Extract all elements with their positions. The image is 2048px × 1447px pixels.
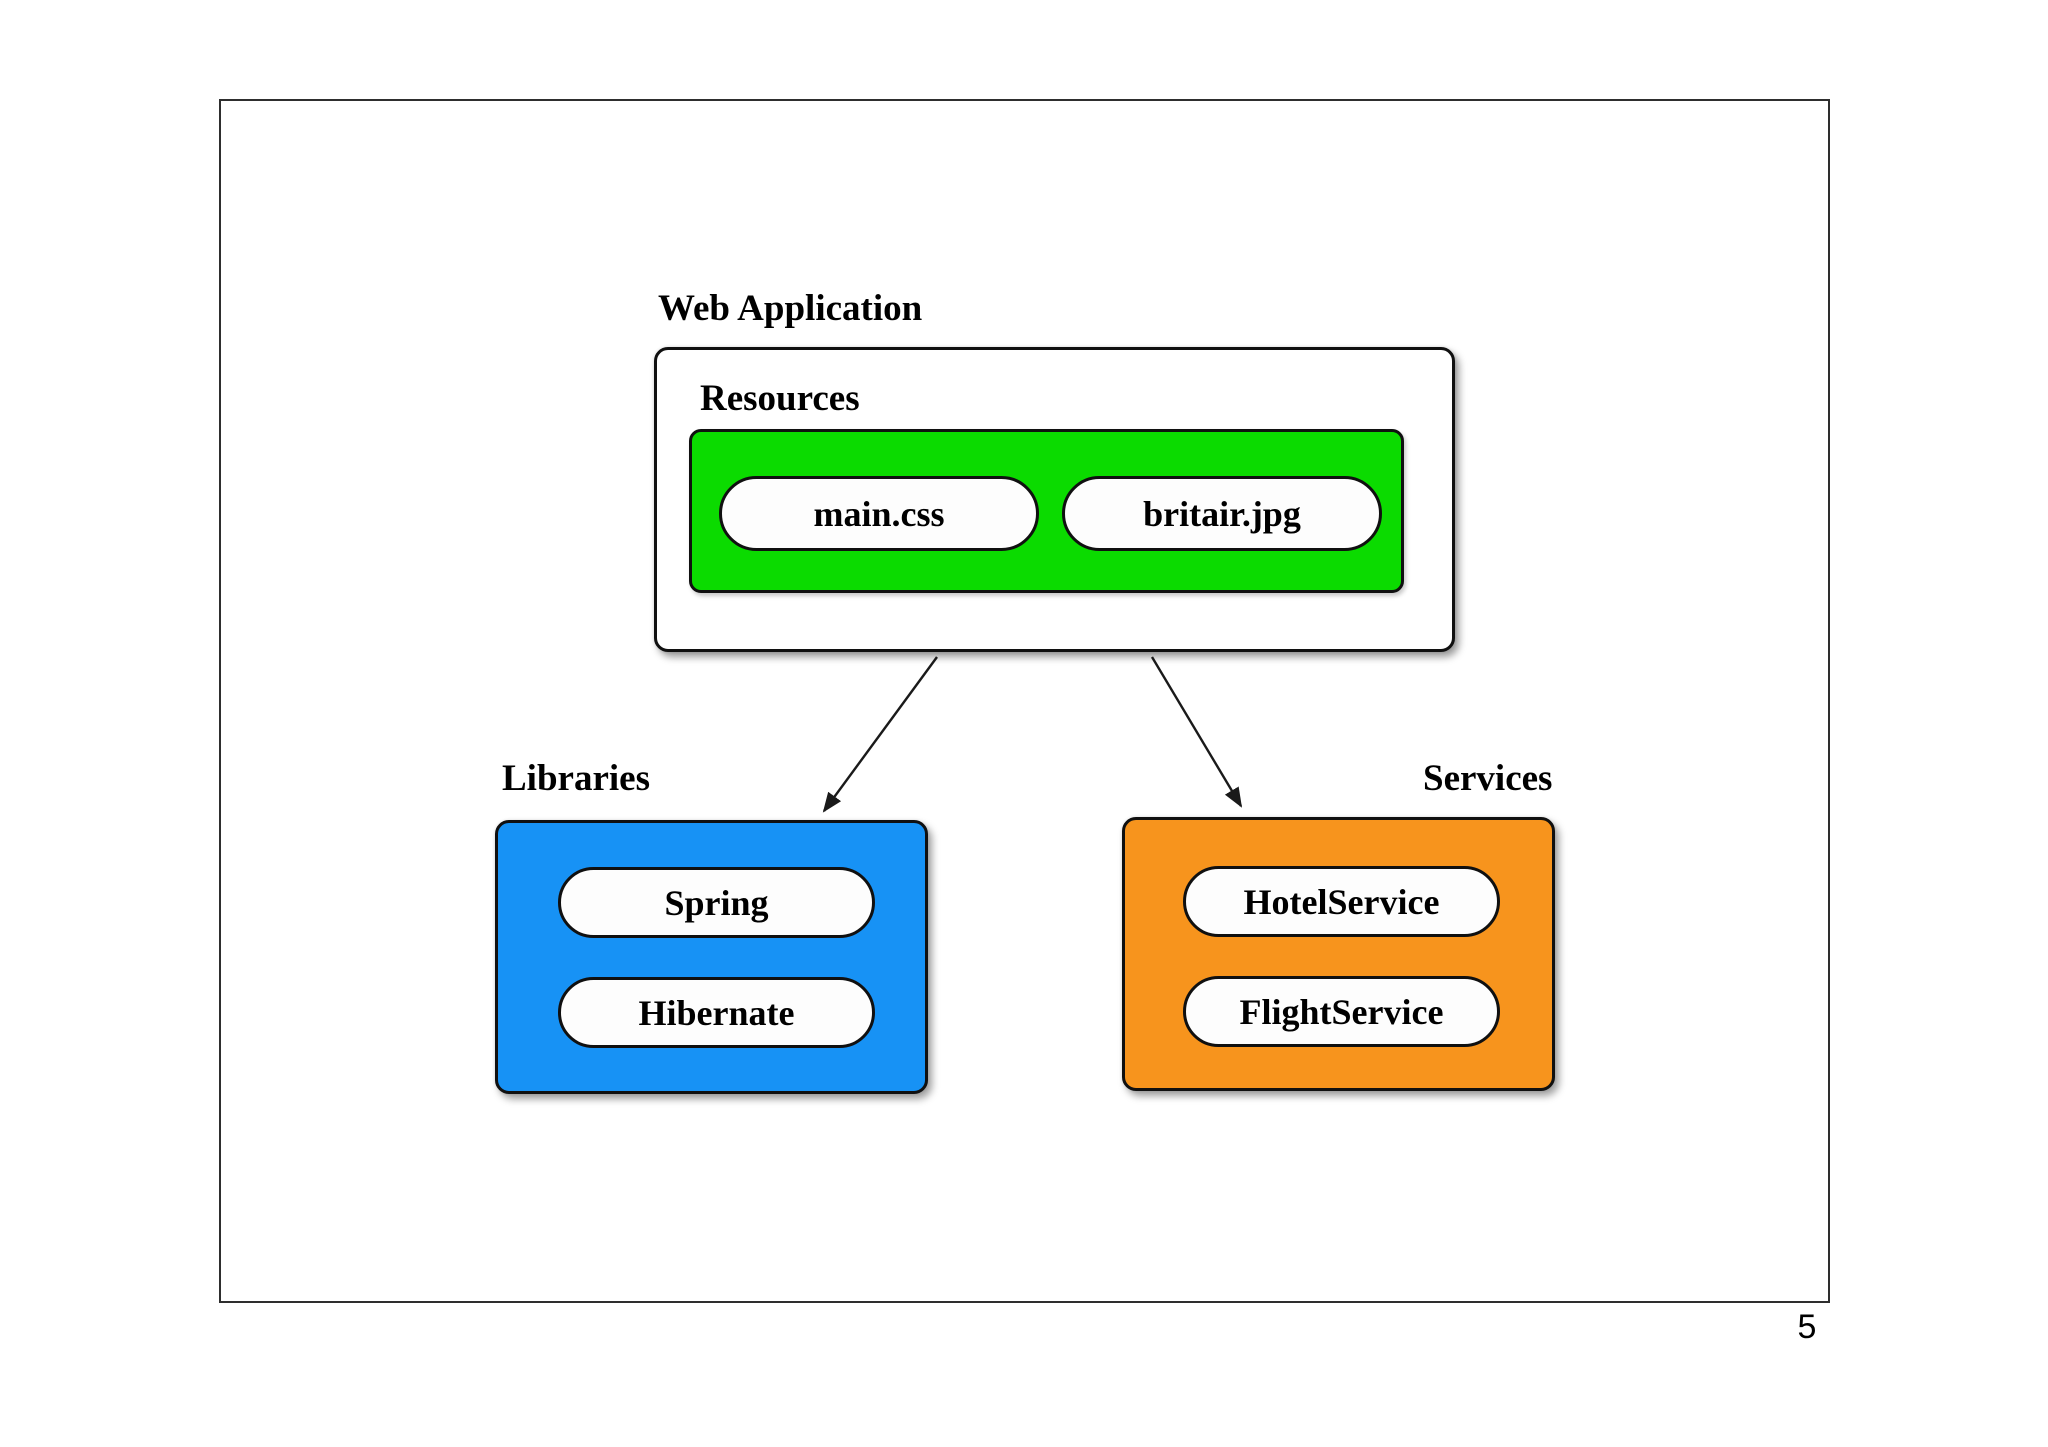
web-application-label: Web Application: [658, 288, 923, 329]
library-item-spring: Spring: [558, 867, 875, 938]
libraries-label: Libraries: [502, 758, 650, 799]
arrow-to-libraries: [822, 656, 938, 813]
service-item-flightservice: FlightService: [1183, 976, 1500, 1047]
resources-label: Resources: [700, 378, 860, 419]
libraries-box: Spring Hibernate: [495, 820, 928, 1094]
slide-frame: Web Application Resources main.css brita…: [219, 99, 1830, 1303]
resource-item-main-css: main.css: [719, 476, 1039, 551]
services-label: Services: [1423, 758, 1553, 799]
page-number: 5: [1797, 1308, 1817, 1346]
connector-arrows: [822, 656, 1243, 813]
library-item-hibernate: Hibernate: [558, 977, 875, 1048]
services-box: HotelService FlightService: [1122, 817, 1555, 1091]
resources-container: main.css britair.jpg: [689, 429, 1404, 593]
web-application-box: Resources main.css britair.jpg: [654, 347, 1455, 652]
resource-item-britair-jpg: britair.jpg: [1062, 476, 1382, 551]
arrow-to-services: [1150, 656, 1243, 808]
service-item-hotelservice: HotelService: [1183, 866, 1500, 937]
